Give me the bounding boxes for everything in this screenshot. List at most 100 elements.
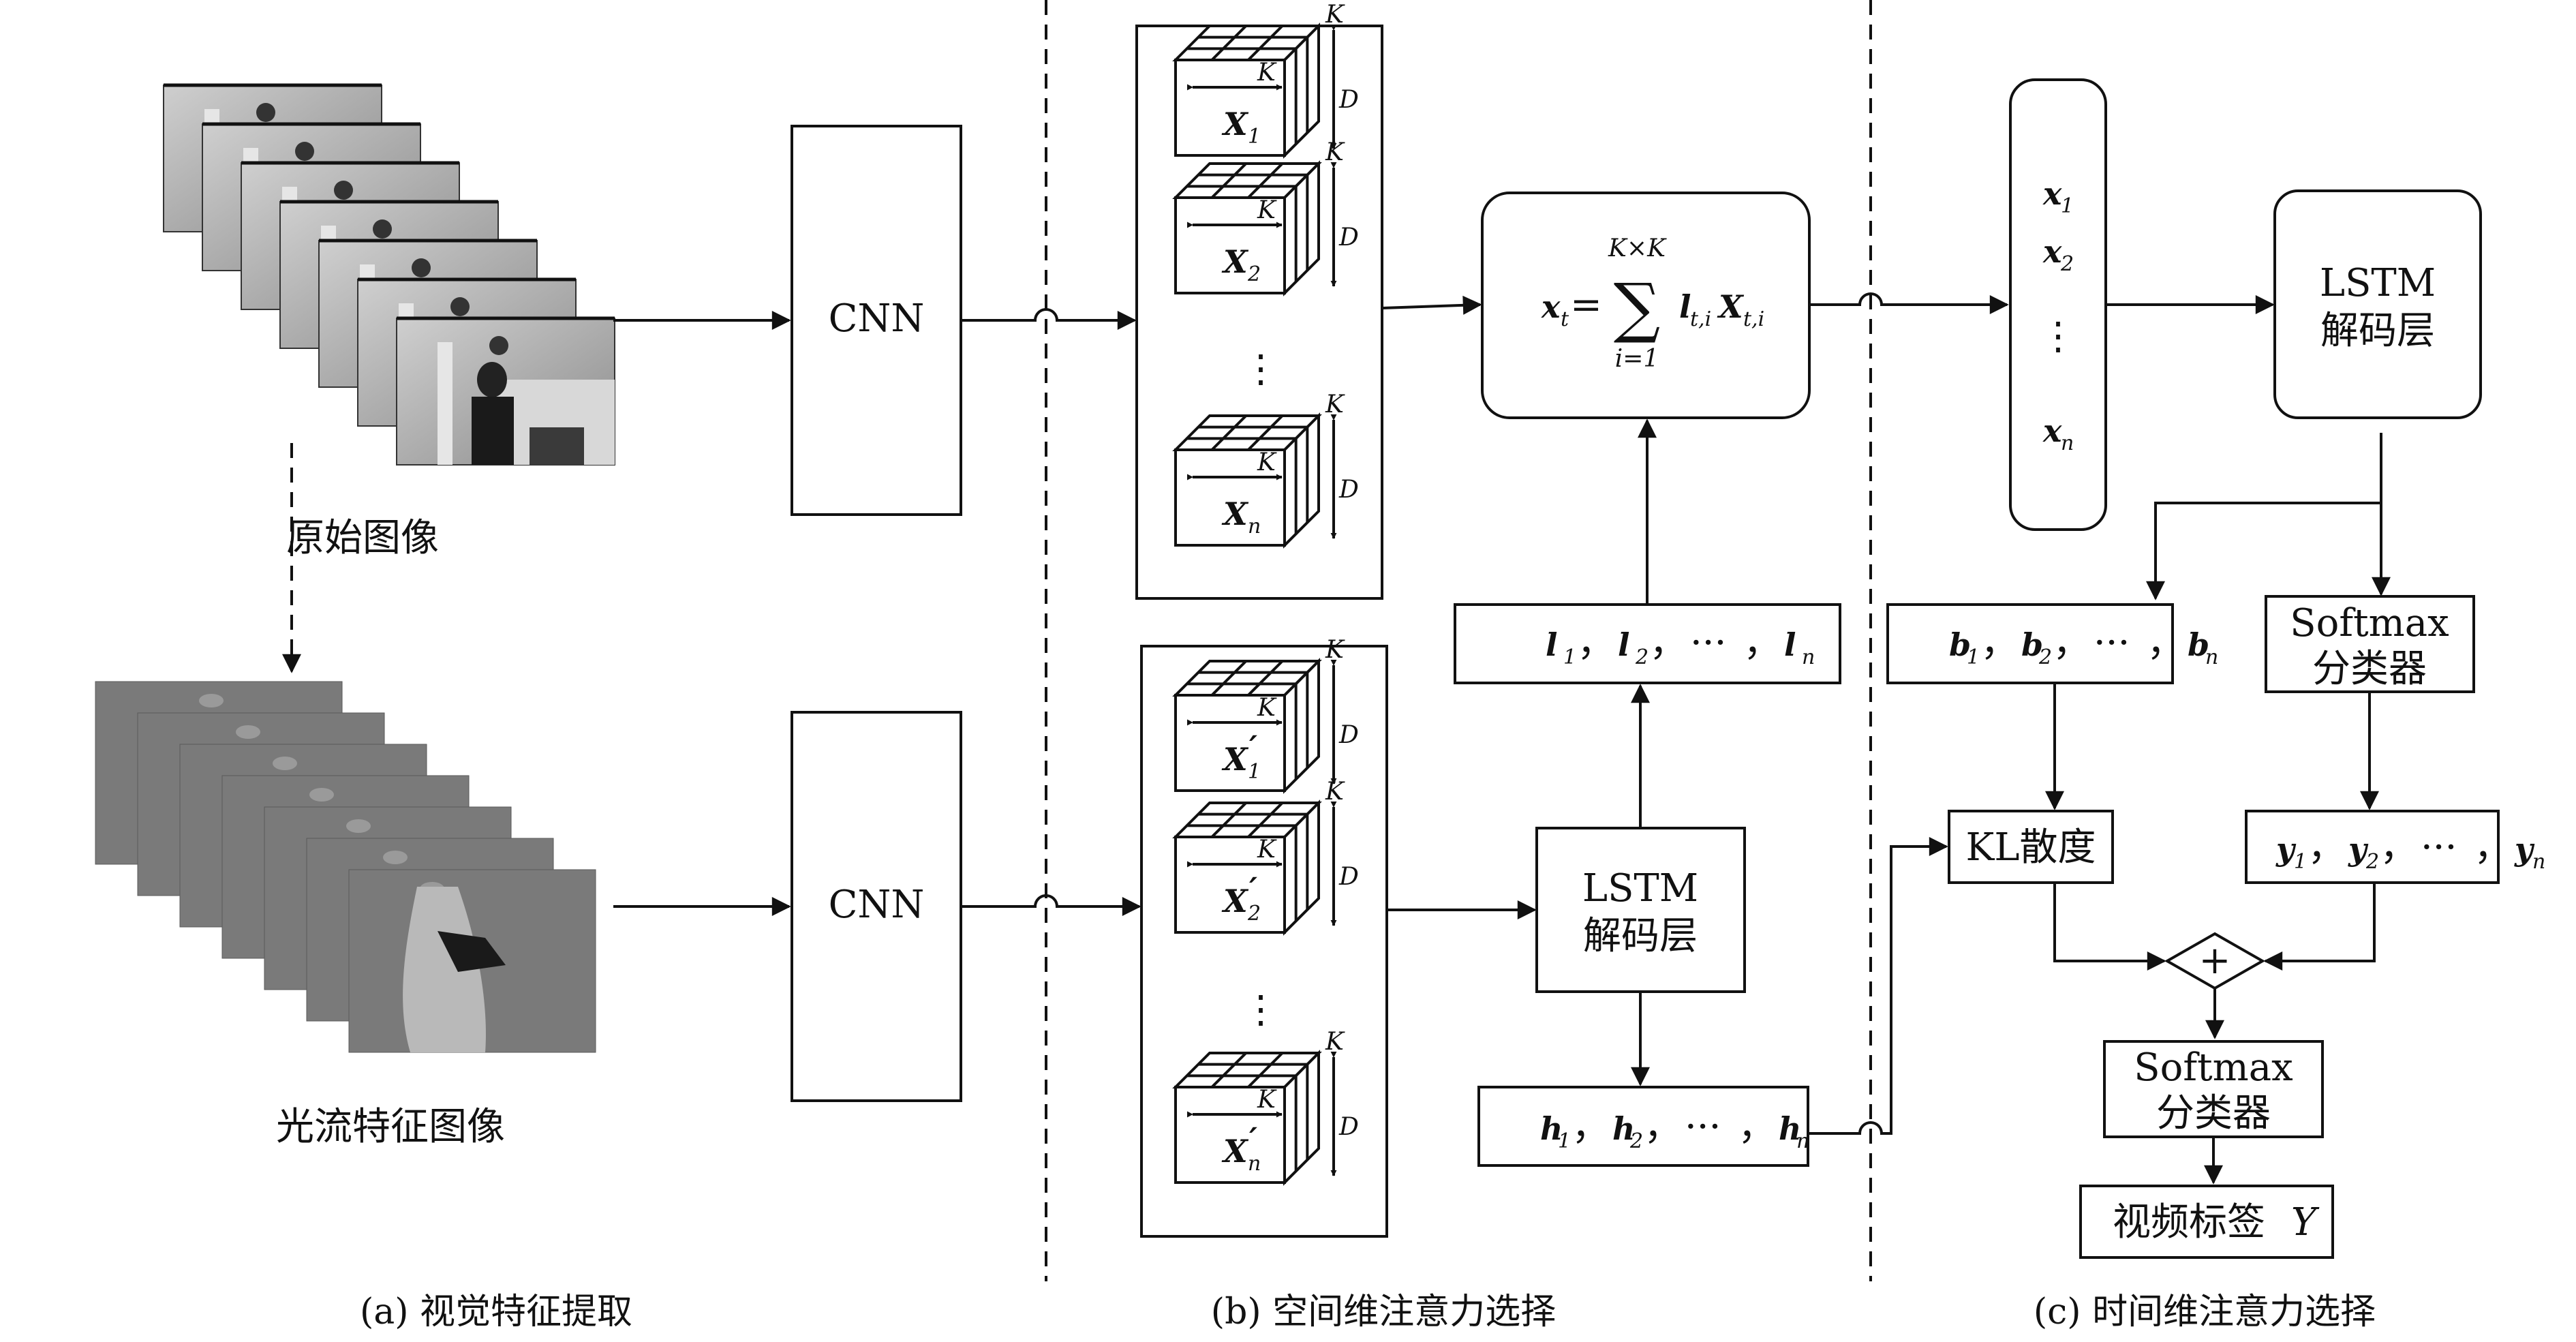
svg-text:，: ， <box>1743 621 1781 665</box>
caption-a: (a) 视觉特征提取 <box>360 1292 632 1332</box>
svg-text:l: l <box>1618 626 1629 663</box>
y-sequence-box <box>2245 810 2500 884</box>
lstm-right-label-2: 解码层 <box>2320 309 2435 353</box>
svg-text:，: ， <box>2147 621 2185 665</box>
svg-text:2: 2 <box>2060 252 2074 276</box>
svg-text:2: 2 <box>2038 645 2052 669</box>
svg-text:K: K <box>1257 836 1277 864</box>
svg-text:2: 2 <box>2365 850 2379 874</box>
svg-text:D: D <box>1338 86 1359 114</box>
svg-text:1: 1 <box>1558 1129 1571 1153</box>
lstm-right-label-1: LSTM <box>2320 261 2436 305</box>
svg-text:视频标签: 视频标签 <box>2113 1200 2265 1245</box>
svg-text:Y: Y <box>2291 1200 2320 1245</box>
x-column-box <box>2009 78 2107 531</box>
svg-text:2: 2 <box>1635 645 1649 669</box>
svg-text:X: X <box>1221 106 1249 142</box>
optical-flow-stack <box>95 681 596 1053</box>
svg-text:K: K <box>1257 448 1277 476</box>
cnn-top-label: CNN <box>829 296 925 341</box>
svg-text:K: K <box>1257 694 1277 722</box>
svg-text:，: ， <box>1649 621 1687 665</box>
svg-text:X: X <box>1221 1133 1249 1170</box>
raw-images-label: 原始图像 <box>286 516 439 560</box>
svg-text:′: ′ <box>1249 729 1257 765</box>
h-sequence-text: h1，h2，···，hn <box>1540 1105 1809 1153</box>
lstm-mid-label-1: LSTM <box>1582 866 1698 911</box>
svg-text:x: x <box>2042 175 2062 212</box>
svg-text:n: n <box>1796 1129 1809 1153</box>
kl-divergence-box <box>1948 810 2114 884</box>
svg-text:2: 2 <box>1629 1129 1643 1153</box>
svg-text:K: K <box>1257 1086 1277 1114</box>
svg-text:1: 1 <box>2294 850 2307 874</box>
svg-text:，: ， <box>1577 621 1615 665</box>
svg-text:x: x <box>2042 233 2062 270</box>
caption-b: (b) 空间维注意力选择 <box>1211 1292 1556 1332</box>
svg-text:h: h <box>1540 1110 1563 1147</box>
svg-text:，: ， <box>1571 1105 1610 1149</box>
svg-text:，: ， <box>2053 621 2091 665</box>
svg-text:n: n <box>1248 515 1261 538</box>
svg-text:b: b <box>2188 626 2209 663</box>
svg-text:n: n <box>2205 645 2218 669</box>
svg-text:，: ， <box>2474 825 2512 870</box>
svg-text:K: K <box>1325 391 1345 418</box>
svg-text:2: 2 <box>1247 262 1261 286</box>
svg-text:b: b <box>1949 626 1971 663</box>
svg-text:···: ··· <box>1685 1105 1721 1149</box>
svg-text:，: ， <box>2380 825 2418 870</box>
fusion-plus-label: + <box>2199 939 2231 983</box>
svg-text:t,i: t,i <box>1743 307 1764 331</box>
svg-text:h: h <box>1612 1110 1635 1147</box>
svg-text:l: l <box>1679 288 1691 325</box>
svg-text:K: K <box>1257 196 1277 224</box>
features-to-formula-arrow <box>1381 295 1482 315</box>
svg-text:∑: ∑ <box>1614 269 1661 346</box>
flow-frame <box>348 869 596 1053</box>
svg-text:x: x <box>2042 412 2062 449</box>
svg-text:D: D <box>1338 224 1359 251</box>
svg-text:X: X <box>1221 883 1249 919</box>
lstm-to-b-arrow <box>2146 433 2382 600</box>
softmax-bottom-label-1: Softmax <box>2134 1046 2293 1090</box>
svg-text:′: ′ <box>1249 1120 1257 1157</box>
svg-text:2: 2 <box>1247 902 1261 926</box>
svg-text:X: X <box>1221 495 1249 532</box>
caption-c: (c) 时间维注意力选择 <box>2034 1292 2376 1332</box>
svg-text:l: l <box>1546 626 1557 663</box>
svg-text:K: K <box>1325 1 1345 29</box>
svg-text:i=1: i=1 <box>1615 345 1659 373</box>
svg-text:n: n <box>2061 431 2074 455</box>
svg-text:y: y <box>2275 831 2297 868</box>
lstm-right-box <box>2273 189 2482 419</box>
softmax-bottom-label-2: 分类器 <box>2156 1091 2271 1135</box>
svg-text:K: K <box>1325 1028 1345 1056</box>
svg-text:y: y <box>2348 831 2369 868</box>
svg-text:D: D <box>1338 476 1359 504</box>
b-sequence-box <box>1886 603 2174 684</box>
cnn-bottom-box <box>791 711 962 1102</box>
x-column-ellipsis: ⋮ <box>2039 314 2077 359</box>
svg-text:b: b <box>2021 626 2043 663</box>
kl-divergence-label: KL散度 <box>1965 825 2096 870</box>
l-sequence-box <box>1454 603 1841 684</box>
formula-to-x-column-arrow <box>1809 292 2009 314</box>
svg-text:l: l <box>1784 626 1796 663</box>
flow-features-ellipsis: ⋮ <box>1242 988 1280 1032</box>
raw-image-stack <box>163 83 615 466</box>
kl-to-fusion-arrow <box>2053 883 2166 971</box>
svg-text:K: K <box>1325 778 1345 806</box>
svg-text:1: 1 <box>1248 125 1261 149</box>
softmax-bottom-box <box>2103 1040 2324 1138</box>
svg-text:n: n <box>1802 645 1815 669</box>
b-sequence-text: b1，b2，···，bn <box>1949 621 2218 669</box>
svg-text:，: ， <box>2307 825 2346 870</box>
